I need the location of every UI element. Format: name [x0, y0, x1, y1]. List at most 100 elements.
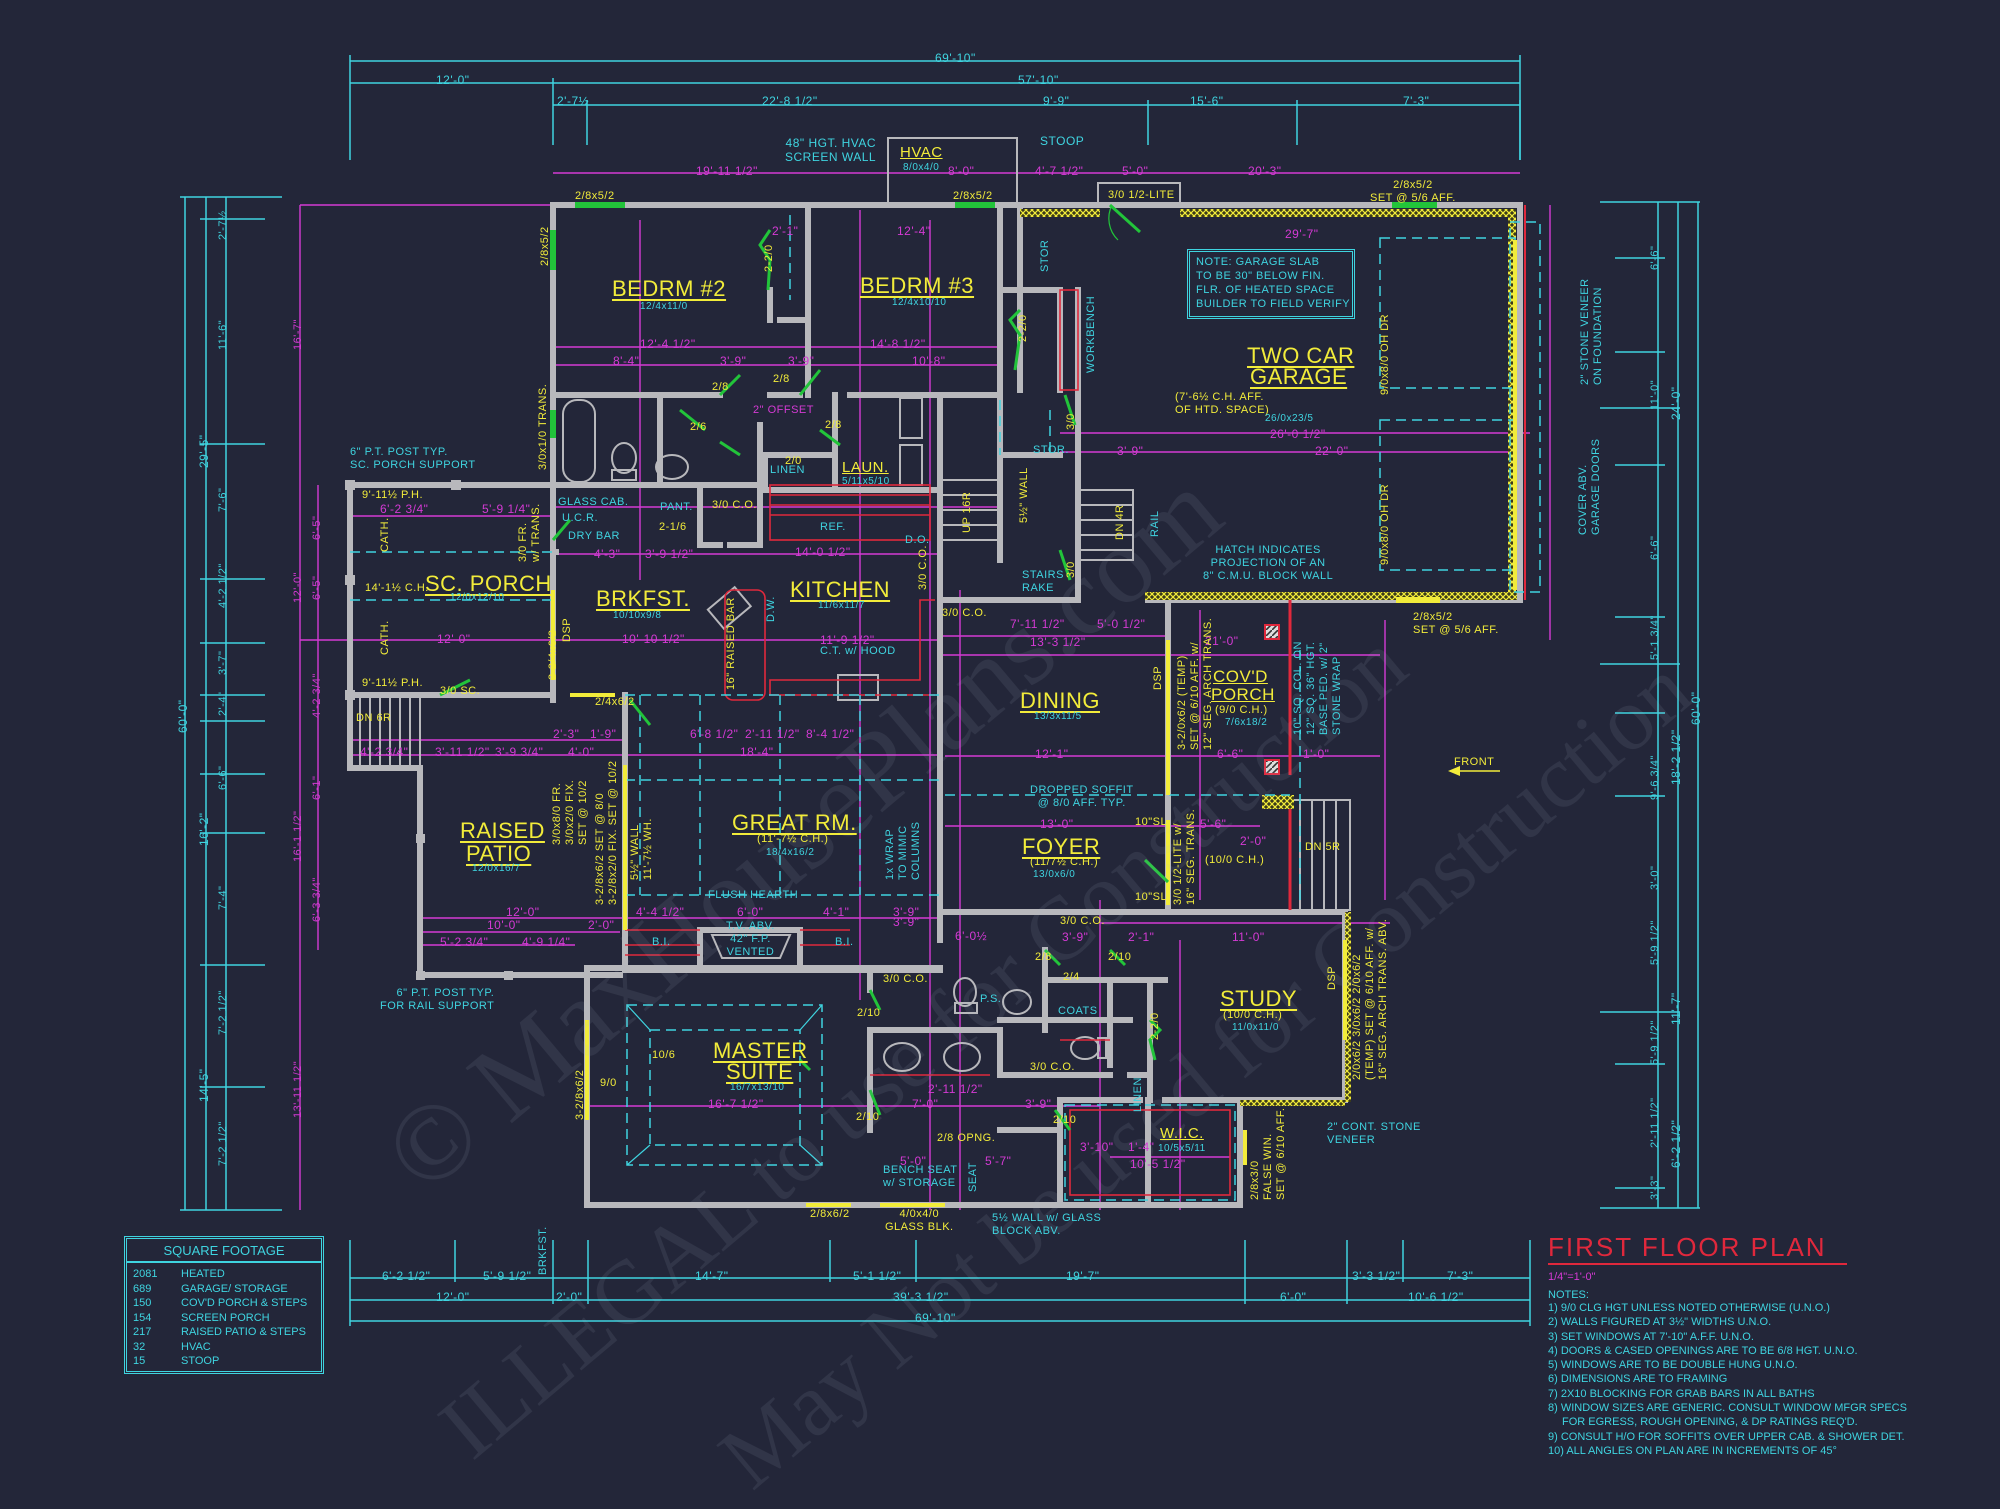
- door-20: 2/0: [785, 455, 802, 467]
- note-item: 4) DOORS & CASED OPENINGS ARE TO BE 6/8 …: [1548, 1344, 1858, 1357]
- dim-porch-2: 12'-0": [437, 632, 471, 646]
- post-rail-note: 6" P.T. POST TYP.FOR RAIL SUPPORT: [380, 987, 495, 1012]
- dim-master-0: 16'-7 1/2": [708, 1097, 764, 1111]
- cased-opening-5: 3/0 C.O.: [883, 973, 928, 985]
- dim-dining-4: 21'-0": [1205, 634, 1239, 648]
- dim-right-in-0: 6'-6": [1649, 245, 1661, 270]
- dim-patio-14: 4'-9 1/4": [522, 935, 571, 949]
- powder-sink-label: P.S.: [980, 993, 1002, 1005]
- plan-scale: 1/4"=1'-0": [1548, 1271, 1596, 1283]
- dim-patio-7: 2'-11 1/2": [745, 727, 800, 741]
- patio-door-note: 3/0x8/0 FR.3/0x2/0 FIX.SET @ 10/2: [551, 779, 589, 845]
- built-in-label-1: B.I.: [652, 936, 671, 948]
- study-window-note: 2/0x6/2 3/0x6/2 2/0x6/2(TEMP) SET @ 6/10…: [1351, 918, 1389, 1080]
- dim-patio-8: 8'-4 1/2": [806, 727, 855, 741]
- room-great-room: GREAT RM.: [732, 810, 857, 835]
- dim-patio-12: 2'-0": [588, 918, 615, 932]
- dim-study-1: 3'-9": [1062, 930, 1089, 944]
- door-swings: [439, 203, 1170, 1131]
- square-footage-title: SQUARE FOOTAGE: [127, 1239, 321, 1263]
- room-bedrm3: BEDRM #3: [860, 273, 975, 298]
- garage-note-box: NOTE: GARAGE SLAB TO BE 30" BELOW FIN. F…: [1187, 249, 1355, 319]
- dropped-soffit-note: DROPPED SOFFIT@ 8/0 AFF. TYP.: [1030, 784, 1134, 809]
- dn-4r-label: DN 4R: [1114, 504, 1126, 540]
- fireplace-note: T.V. ABV.42" F.P.VENTED: [726, 920, 775, 958]
- dsp-label-3: DSP: [1326, 965, 1338, 990]
- dim-porch-1: 5'-9 1/4": [482, 502, 531, 516]
- dim-left-magin-2: 4'-2 3/4": [311, 673, 323, 718]
- dim-bottom-r2-1: 2'-0": [556, 1290, 583, 1304]
- dim-patio-16: 6'-0": [737, 905, 764, 919]
- dim-left-in-3: 4'-2 1/2": [217, 563, 229, 608]
- dim-bottom-r2-0: 12'-0": [436, 1290, 470, 1304]
- room-master-1: MASTER: [713, 1038, 808, 1063]
- cathedral-label-1: CATH.: [379, 517, 391, 552]
- dim-patio-5: 4'-0": [568, 745, 595, 759]
- left-dimension-lines: [180, 196, 282, 1211]
- dim-garage-1: 26'-0 1/2": [1270, 427, 1326, 441]
- study-ch: (10/0 C.H.): [1223, 1009, 1283, 1021]
- dim-foyer-1: 5'-6": [1200, 817, 1227, 831]
- dim-foyer-3: 6'-0½: [955, 929, 988, 943]
- note-item: 2) WALLS FIGURED AT 3½" WIDTHS U.N.O.: [1548, 1316, 1772, 1329]
- dim-patio-4: 3'-9 3/4": [495, 745, 544, 759]
- offset-label: 2" OFFSET: [753, 404, 814, 416]
- fireplace-shape: [710, 934, 792, 959]
- dim-patio-6: 6'-8 1/2": [690, 727, 739, 741]
- stoop-door-label: 3/0 1/2-LITE: [1108, 189, 1175, 201]
- room-master-2: SUITE: [726, 1059, 794, 1084]
- dim-patio-11: 10'-0": [487, 918, 521, 932]
- dim-left-overall: 60'-0": [176, 699, 190, 733]
- room-raised-patio-size: 12/0x16/7: [472, 863, 521, 874]
- cased-opening-1: 3/0 C.O.: [712, 499, 757, 511]
- dim-inner-0: 19'-11 1/2": [696, 164, 758, 178]
- dim-left-mid-2: 14'-5": [197, 1068, 211, 1102]
- dim-patio-18: 3'-9": [893, 905, 920, 919]
- dim-left-in-0: 2'-7½: [217, 210, 229, 240]
- door-30-a: 3/0: [1065, 413, 1077, 430]
- room-garage-size: 26/0x23/5: [1265, 413, 1314, 424]
- room-study-size: 11/0x11/0: [1232, 1022, 1279, 1033]
- dim-dining-6: 1'-0": [1303, 747, 1330, 761]
- dim-patio-15: 4'-4 1/2": [636, 905, 685, 919]
- window-285-b: 2/8x5/2: [953, 190, 993, 202]
- room-foyer-size: 13/0x6/0: [1033, 869, 1076, 880]
- up-16r-label: UP 16R: [961, 491, 973, 533]
- dim-top-r3-4: 7'-3": [1403, 94, 1430, 108]
- dim-porch-4: 3'-9 1/2": [645, 547, 694, 561]
- rail-label: RAIL: [1149, 510, 1161, 537]
- dim-bottom-r2-4: 10'-6 1/2": [1408, 1290, 1464, 1304]
- dim-right-in-3: 5'-1 3/4": [1649, 615, 1661, 660]
- dim-top-r3-2: 9'-9": [1043, 94, 1070, 108]
- room-wic: W.I.C.: [1160, 1125, 1204, 1142]
- room-garage-2: GARAGE: [1250, 364, 1348, 389]
- dim-right-overall: 60'-0": [1689, 691, 1703, 725]
- dim-inner-4: 20'-3": [1248, 164, 1282, 178]
- pantry-label: PANT.: [660, 501, 693, 513]
- sidelight-2: 10"SL: [1135, 891, 1168, 903]
- dim-right-mid-1: 18'-2 1/2": [1669, 729, 1683, 785]
- garage-ch-2: OF HTD. SPACE): [1175, 404, 1270, 416]
- dim-right-in-8: 2'-11 1/2": [1649, 1097, 1661, 1148]
- room-foyer: FOYER: [1022, 834, 1101, 859]
- dim-bottom-r1-1: 5'-9 1/2": [483, 1269, 532, 1283]
- dim-top-overall: 69'-10": [935, 51, 976, 65]
- dim-foyer-4: 3'-9": [893, 915, 920, 929]
- dim-right-in-4: 9'-6 3/4": [1649, 755, 1661, 800]
- dim-bottom-r2-3: 6'-0": [1280, 1290, 1307, 1304]
- room-great-room-size: 18/4x16/2: [766, 847, 815, 858]
- window-285-a: 2/8x5/2: [575, 190, 615, 202]
- dim-top-57: 57'-10": [1018, 73, 1059, 87]
- door-28-c: 2/8: [825, 419, 842, 431]
- dim-top-r3-3: 15'-6": [1190, 94, 1224, 108]
- front-arrow-icon: [1448, 766, 1500, 776]
